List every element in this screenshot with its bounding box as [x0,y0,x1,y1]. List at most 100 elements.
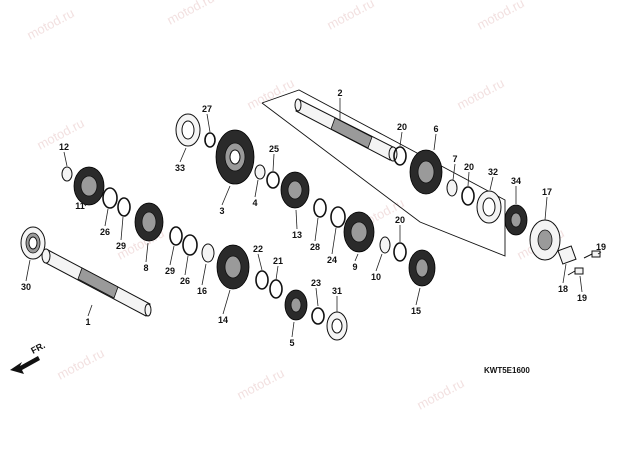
watermark: motod.ru [474,0,526,33]
callout-leader [399,131,403,147]
callout-label: 21 [273,256,283,266]
callout-label: 30 [21,282,31,292]
callout-leader [222,289,231,315]
gear-11 [73,166,105,206]
circlip-24 [330,206,346,228]
bearing-30 [20,226,46,260]
callout-label: 34 [511,176,521,186]
callout-label: 19 [596,242,606,252]
callout-leader [79,199,87,207]
watermark: motod.ru [24,5,76,42]
gear-15 [408,249,436,287]
collar-34 [504,204,528,236]
callout-leader [25,259,31,282]
callout-label: 9 [352,262,357,272]
callout-leader [452,163,456,181]
callout-label: 33 [175,163,185,173]
washer-20-c [393,242,407,262]
gear-8 [134,202,164,242]
washer-26-b [182,234,198,256]
gear-5 [284,289,308,321]
callout-leader [201,263,207,286]
countershaft-part [294,98,398,162]
watermark: motod.ru [454,75,506,112]
callout-leader [467,171,470,187]
diagram-code: KWT5E1600 [484,366,530,375]
bearing-33 [175,113,201,147]
bushing-7 [446,179,458,197]
callout-leader [145,242,149,263]
circlip-21 [269,279,283,299]
shaft-group-bracket [261,89,506,257]
callout-label: 26 [100,227,110,237]
callout-label: 23 [311,278,321,288]
callout-label: 11 [75,201,85,211]
front-direction-arrow: FR. [10,340,47,374]
callout-label: 15 [411,306,421,316]
callout-leader [433,133,437,151]
callout-leader [221,185,231,206]
callout-label: 4 [252,198,257,208]
washer-23 [311,307,325,325]
callout-leader [272,153,275,172]
callout-label: 18 [558,284,568,294]
callout-leader [295,209,298,230]
callout-leader [415,287,421,306]
callout-label: 16 [197,286,207,296]
callout-leader [184,255,189,276]
callout-leader [291,321,295,338]
callout-leader [254,179,259,198]
washer-25 [266,171,280,189]
plate-18 [557,245,577,265]
callout-leader [179,147,187,163]
callout-label: 27 [202,104,212,114]
callout-label: 31 [332,286,342,296]
watermark: motod.ru [234,365,286,402]
watermark: motod.ru [54,345,106,382]
callout-label: 22 [253,244,263,254]
sprocket-17 [529,219,561,261]
callout-leader [63,151,68,167]
watermark: motod.ru [324,0,376,33]
callout-label: 20 [397,122,407,132]
washer-22 [255,270,269,290]
mainshaft-part [41,248,152,317]
callout-leader [275,265,279,281]
callout-label: 2 [337,88,342,98]
callout-leader [169,245,175,266]
callout-label: 25 [269,144,279,154]
washer-26-a [102,187,118,209]
circlip-29-b [169,226,183,246]
callout-leader [354,253,359,262]
callout-leader [331,227,337,255]
callout-leader [315,287,319,307]
callout-label: 17 [542,187,552,197]
washer-20-b [461,186,475,206]
gear-14 [216,244,250,290]
callout-label: 29 [116,241,126,251]
washer-20-a [393,146,407,166]
callout-leader [87,304,93,317]
callout-label: 20 [395,215,405,225]
bushing-12 [61,166,73,182]
callout-label: 14 [218,315,228,325]
gear-3 [215,129,255,185]
callout-leader [375,253,383,272]
callout-label: 28 [310,242,320,252]
gear-13 [280,171,310,209]
callout-label: 26 [180,276,190,286]
bolt-19-a [583,250,601,259]
bushing-4 [254,164,266,180]
callout-label: 20 [464,162,474,172]
callout-leader [120,216,124,241]
callout-leader [314,217,319,242]
callout-leader [597,251,602,255]
gear-9 [343,211,375,253]
callout-label: 24 [327,255,337,265]
callout-label: 6 [433,124,438,134]
watermark: motod.ru [414,375,466,412]
callout-leader [544,196,548,221]
